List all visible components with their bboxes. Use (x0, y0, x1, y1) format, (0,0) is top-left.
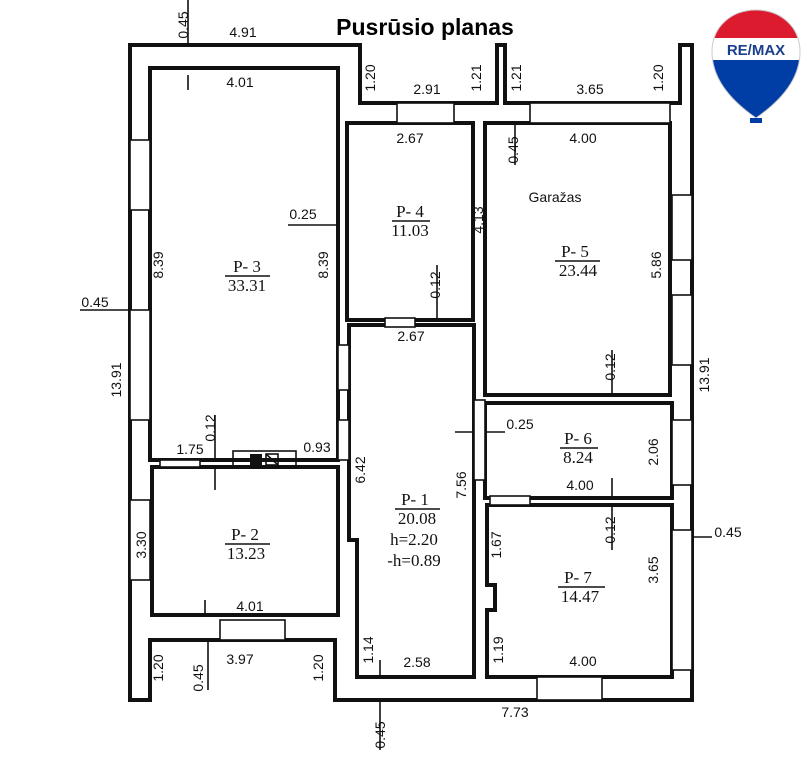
dimension-arrows (80, 0, 712, 750)
room-p1-height: h=2.20 (390, 530, 438, 549)
dim-label: 4.00 (569, 130, 596, 146)
vent-empty-icon (265, 453, 279, 466)
room-p1-name: P- 1 (401, 490, 429, 509)
dim-label: 1.20 (362, 64, 378, 91)
dim-label: 1.19 (490, 636, 506, 663)
dim-label: 2.67 (396, 130, 423, 146)
dim-label: 0.45 (81, 294, 108, 310)
logo-text: RE/MAX (727, 42, 785, 59)
dim-label: 1.14 (360, 636, 376, 663)
dim-label: 7.56 (453, 471, 469, 498)
dim-label: 8.39 (315, 251, 331, 278)
dim-label: 1.20 (150, 654, 166, 681)
room-p3-name: P- 3 (233, 257, 261, 276)
dim-label: 0.45 (175, 11, 191, 38)
page-title: Pusrūsio planas (336, 14, 514, 40)
dim-label: 1.20 (310, 654, 326, 681)
dim-label: 3.65 (576, 81, 603, 97)
dim-label: 0.25 (289, 206, 316, 222)
dim-label: 0.12 (602, 516, 618, 543)
dim-label: 0.93 (303, 439, 330, 455)
dim-label: 0.25 (506, 416, 533, 432)
dim-label: 4.91 (229, 24, 256, 40)
dim-label: 3.65 (645, 556, 661, 583)
dim-label: 2.58 (403, 654, 430, 670)
room-p4-name: P- 4 (396, 202, 424, 221)
dim-label: 1.21 (468, 64, 484, 91)
vent-filled-icon (250, 454, 262, 465)
room-p2-name: P- 2 (231, 525, 259, 544)
dim-label: 8.39 (150, 251, 166, 278)
dim-label: 4.01 (226, 74, 253, 90)
remax-logo: RE/MAX (711, 9, 801, 123)
room-p1-depth: -h=0.89 (387, 551, 441, 570)
dim-label: 1.20 (650, 64, 666, 91)
dim-label: 13.91 (108, 362, 124, 397)
dim-label: 2.67 (397, 328, 424, 344)
room-p5-label: Garažas (529, 189, 582, 205)
dim-label: 1.21 (508, 64, 524, 91)
room-p6-name: P- 6 (564, 429, 592, 448)
dim-label: 4.01 (236, 598, 263, 614)
dim-label: 0.12 (427, 271, 443, 298)
vertical-dimensions: 0.45 1.20 1.21 1.21 1.20 0.45 4.13 8.39 … (108, 11, 712, 748)
dim-label: 5.86 (648, 251, 664, 278)
dim-label: 13.91 (696, 357, 712, 392)
dim-label: 4.00 (569, 653, 596, 669)
horizontal-dimensions: 4.91 4.01 2.91 3.65 2.67 4.00 0.25 0.45 … (81, 24, 741, 720)
room-p7-name: P- 7 (564, 568, 592, 587)
dim-label: 0.45 (190, 664, 206, 691)
room-p5-name: P- 5 (561, 242, 589, 261)
dim-label: 6.42 (352, 456, 368, 483)
room-p6-area: 8.24 (563, 448, 593, 467)
dim-label: 4.13 (470, 206, 486, 233)
room-p7-area: 14.47 (561, 587, 600, 606)
dim-label: 2.06 (645, 438, 661, 465)
dim-label: 1.75 (176, 441, 203, 457)
dim-label: 0.45 (372, 721, 388, 748)
dim-label: 4.00 (566, 477, 593, 493)
dim-label: 0.45 (505, 136, 521, 163)
windows (129, 102, 693, 701)
room-labels: P- 4 11.03 P- 3 33.31 Garažas P- 5 23.44… (225, 189, 605, 606)
dim-label: 3.97 (226, 651, 253, 667)
dim-label: 0.12 (202, 414, 218, 441)
room-p2-area: 13.23 (227, 544, 265, 563)
dim-label: 0.45 (714, 524, 741, 540)
room-p5-area: 23.44 (559, 261, 598, 280)
dim-label: 2.91 (413, 81, 440, 97)
room-p3-area: 33.31 (228, 276, 266, 295)
dim-label: 1.67 (488, 531, 504, 558)
dim-label: 3.30 (133, 531, 149, 558)
room-p1-area: 20.08 (398, 509, 436, 528)
chimney (232, 450, 297, 468)
dim-label: 0.12 (602, 353, 618, 380)
dim-label: 7.73 (501, 704, 528, 720)
room-p4-area: 11.03 (391, 221, 429, 240)
